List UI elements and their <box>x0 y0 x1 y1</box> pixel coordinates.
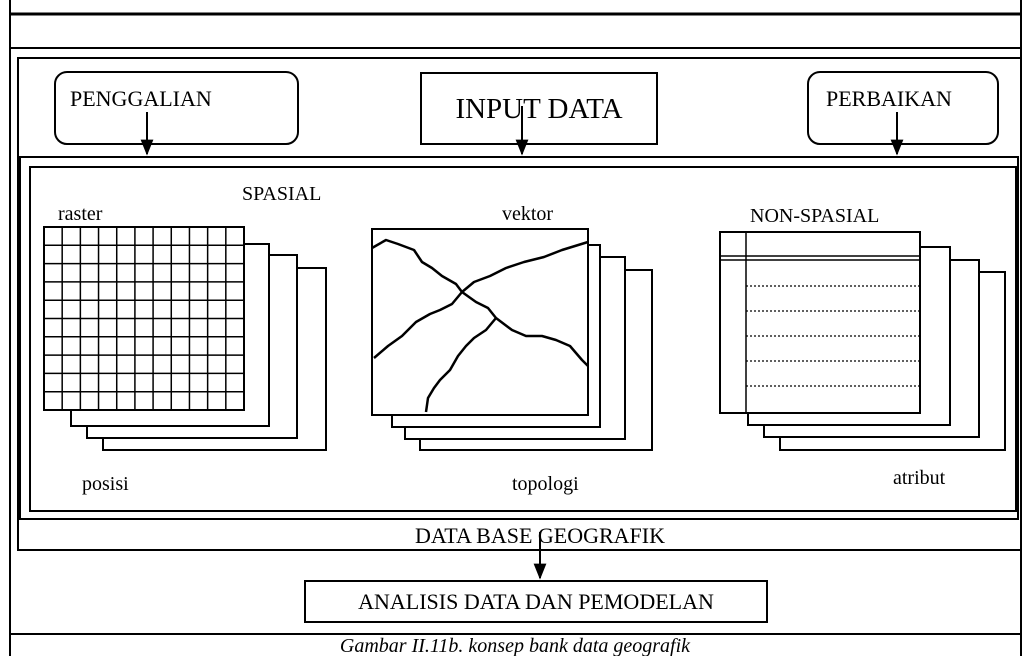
figure-caption: Gambar II.11b. konsep bank data geografi… <box>340 635 691 656</box>
table-layers <box>719 231 1006 451</box>
vector-layers <box>371 228 653 451</box>
vector-boundaries <box>371 238 589 413</box>
attribute-table-lines <box>720 232 920 413</box>
raster-grid <box>44 227 244 410</box>
raster-layers <box>43 226 327 451</box>
penggalian-box: PENGGALIAN <box>54 71 299 145</box>
atribut-label: atribut <box>893 467 946 489</box>
perbaikan-label: PERBAIKAN <box>826 86 952 111</box>
vektor-label: vektor <box>502 203 553 225</box>
input-data-label: INPUT DATA <box>455 93 622 125</box>
posisi-label: posisi <box>82 473 129 495</box>
analysis-label: ANALISIS DATA DAN PEMODELAN <box>358 589 714 614</box>
database-inner-frame <box>29 166 1017 512</box>
database-outer-frame <box>19 156 1019 520</box>
non-spasial-label: NON-SPASIAL <box>750 205 879 227</box>
table-layer-1 <box>719 231 921 414</box>
analysis-box: ANALISIS DATA DAN PEMODELAN <box>304 580 768 623</box>
main-container <box>17 57 1022 551</box>
input-data-box: INPUT DATA <box>420 72 658 145</box>
penggalian-label: PENGGALIAN <box>70 86 212 111</box>
topologi-label: topologi <box>512 473 579 495</box>
spasial-label: SPASIAL <box>242 183 321 205</box>
vector-layer-1 <box>371 228 589 416</box>
raster-label: raster <box>58 203 103 225</box>
perbaikan-box: PERBAIKAN <box>807 71 999 145</box>
